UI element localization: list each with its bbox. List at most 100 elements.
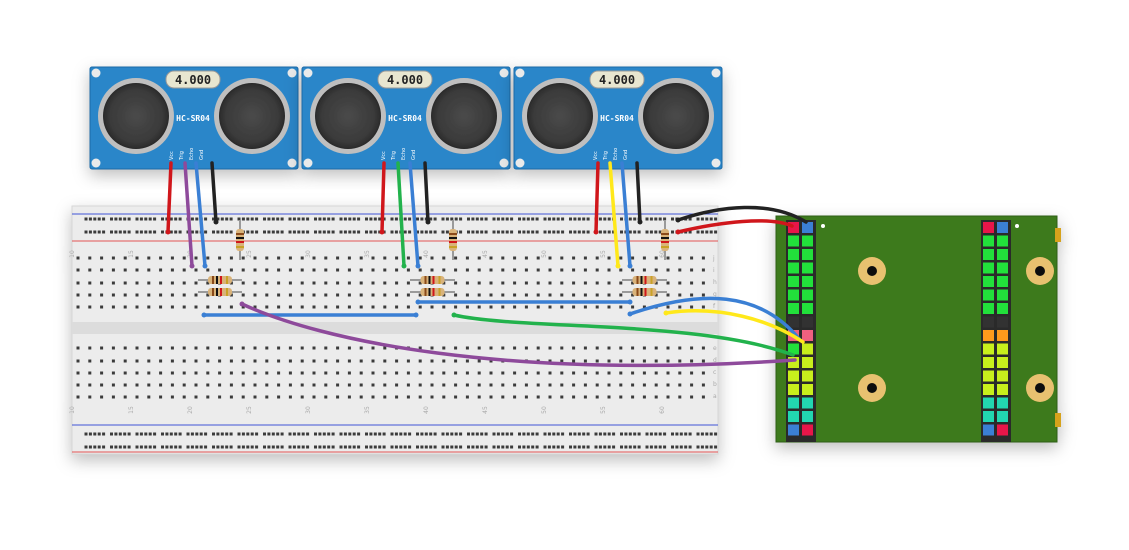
breadboard-hole	[139, 217, 143, 221]
breadboard-hole	[76, 281, 80, 285]
breadboard-hole	[347, 383, 351, 387]
breadboard-hole	[84, 432, 88, 436]
header-pin	[788, 343, 799, 355]
breadboard-hole	[649, 445, 653, 449]
breadboard-hole	[675, 432, 679, 436]
breadboard-hole	[88, 217, 92, 221]
header-pin	[788, 384, 799, 395]
wire-end	[425, 219, 431, 225]
breadboard-hole	[255, 217, 259, 221]
breadboard-hole	[658, 230, 662, 234]
breadboard-hole	[631, 293, 635, 297]
breadboard-hole	[654, 445, 658, 449]
breadboard-hole	[339, 432, 343, 436]
breadboard-hole	[147, 305, 151, 309]
header-pin	[983, 370, 994, 382]
breadboard-hole	[88, 293, 92, 297]
breadboard-hole	[280, 432, 284, 436]
breadboard-hole	[195, 445, 199, 449]
breadboard-hole	[465, 281, 469, 285]
breadboard-hole	[336, 346, 340, 350]
breadboard-hole	[102, 432, 106, 436]
breadboard-hole	[489, 346, 493, 350]
breadboard-hole	[666, 395, 670, 399]
breadboard-hole	[88, 445, 92, 449]
breadboard-hole	[420, 445, 424, 449]
breadboard-hole	[548, 281, 552, 285]
breadboard-hole	[97, 432, 101, 436]
breadboard-hole	[408, 230, 412, 234]
breadboard-hole	[394, 432, 398, 436]
breadboard-hole	[633, 432, 637, 436]
breadboard-hole	[547, 230, 551, 234]
breadboard-hole	[547, 445, 551, 449]
breadboard-hole	[526, 217, 530, 221]
breadboard-hole	[339, 445, 343, 449]
breadboard-hole	[246, 445, 250, 449]
breadboard-hole	[642, 383, 646, 387]
breadboard-hole	[552, 217, 556, 221]
breadboard-hole	[465, 293, 469, 297]
breadboard-hole	[671, 230, 674, 234]
breadboard-hole	[678, 305, 682, 309]
breadboard-hole	[206, 395, 210, 399]
breadboard-hole	[678, 383, 682, 387]
breadboard-hole	[465, 256, 469, 260]
breadboard-hole	[347, 293, 351, 297]
breadboard-hole	[418, 359, 422, 363]
breadboard-hole	[371, 383, 375, 387]
breadboard-hole	[383, 383, 387, 387]
breadboard-hole	[229, 217, 233, 221]
resistor	[198, 288, 242, 296]
breadboard-hole	[577, 445, 581, 449]
breadboard-hole	[153, 432, 157, 436]
breadboard-hole	[560, 305, 564, 309]
breadboard-hole	[135, 230, 139, 234]
breadboard-hole	[475, 445, 479, 449]
transducer	[431, 83, 497, 149]
breadboard-hole	[492, 445, 496, 449]
breadboard-hole	[288, 445, 292, 449]
breadboard-hole	[475, 217, 479, 221]
breadboard-hole	[147, 346, 151, 350]
breadboard-hole	[477, 383, 481, 387]
breadboard-hole	[619, 383, 623, 387]
breadboard-hole	[688, 432, 692, 436]
breadboard-hole	[536, 346, 540, 350]
breadboard-hole	[148, 432, 152, 436]
breadboard-hole	[182, 359, 186, 363]
sensor-pin-label: Gnd	[623, 150, 629, 160]
breadboard-hole	[679, 445, 683, 449]
breadboard-hole	[467, 230, 470, 234]
header-pin	[983, 276, 994, 287]
breadboard-hole	[561, 217, 565, 221]
transducer	[103, 83, 169, 149]
breadboard-hole	[631, 268, 635, 272]
breadboard-row-label: h	[713, 279, 717, 286]
breadboard-hole	[135, 395, 139, 399]
header-pin	[802, 397, 813, 409]
sensor-pin-label: Vcc	[381, 151, 387, 160]
breadboard-hole	[292, 230, 296, 234]
breadboard-hole	[477, 268, 481, 272]
wire-end	[165, 229, 171, 235]
resistor	[661, 220, 669, 260]
breadboard-hole	[288, 281, 292, 285]
breadboard-hole	[654, 230, 658, 234]
breadboard-hole	[218, 395, 222, 399]
breadboard-hole	[229, 293, 233, 297]
breadboard-hole	[170, 268, 174, 272]
breadboard-hole	[518, 432, 521, 436]
breadboard-hole	[369, 432, 373, 436]
breadboard-hole	[399, 445, 403, 449]
breadboard-hole	[714, 230, 718, 234]
breadboard-hole	[441, 432, 445, 436]
breadboard-hole	[645, 217, 649, 221]
breadboard-hole	[100, 305, 104, 309]
breadboard-hole	[594, 445, 598, 449]
transducer	[219, 83, 285, 149]
resistor	[622, 288, 667, 296]
breadboard-hole	[359, 293, 363, 297]
breadboard-hole	[548, 305, 552, 309]
breadboard-hole	[513, 268, 517, 272]
